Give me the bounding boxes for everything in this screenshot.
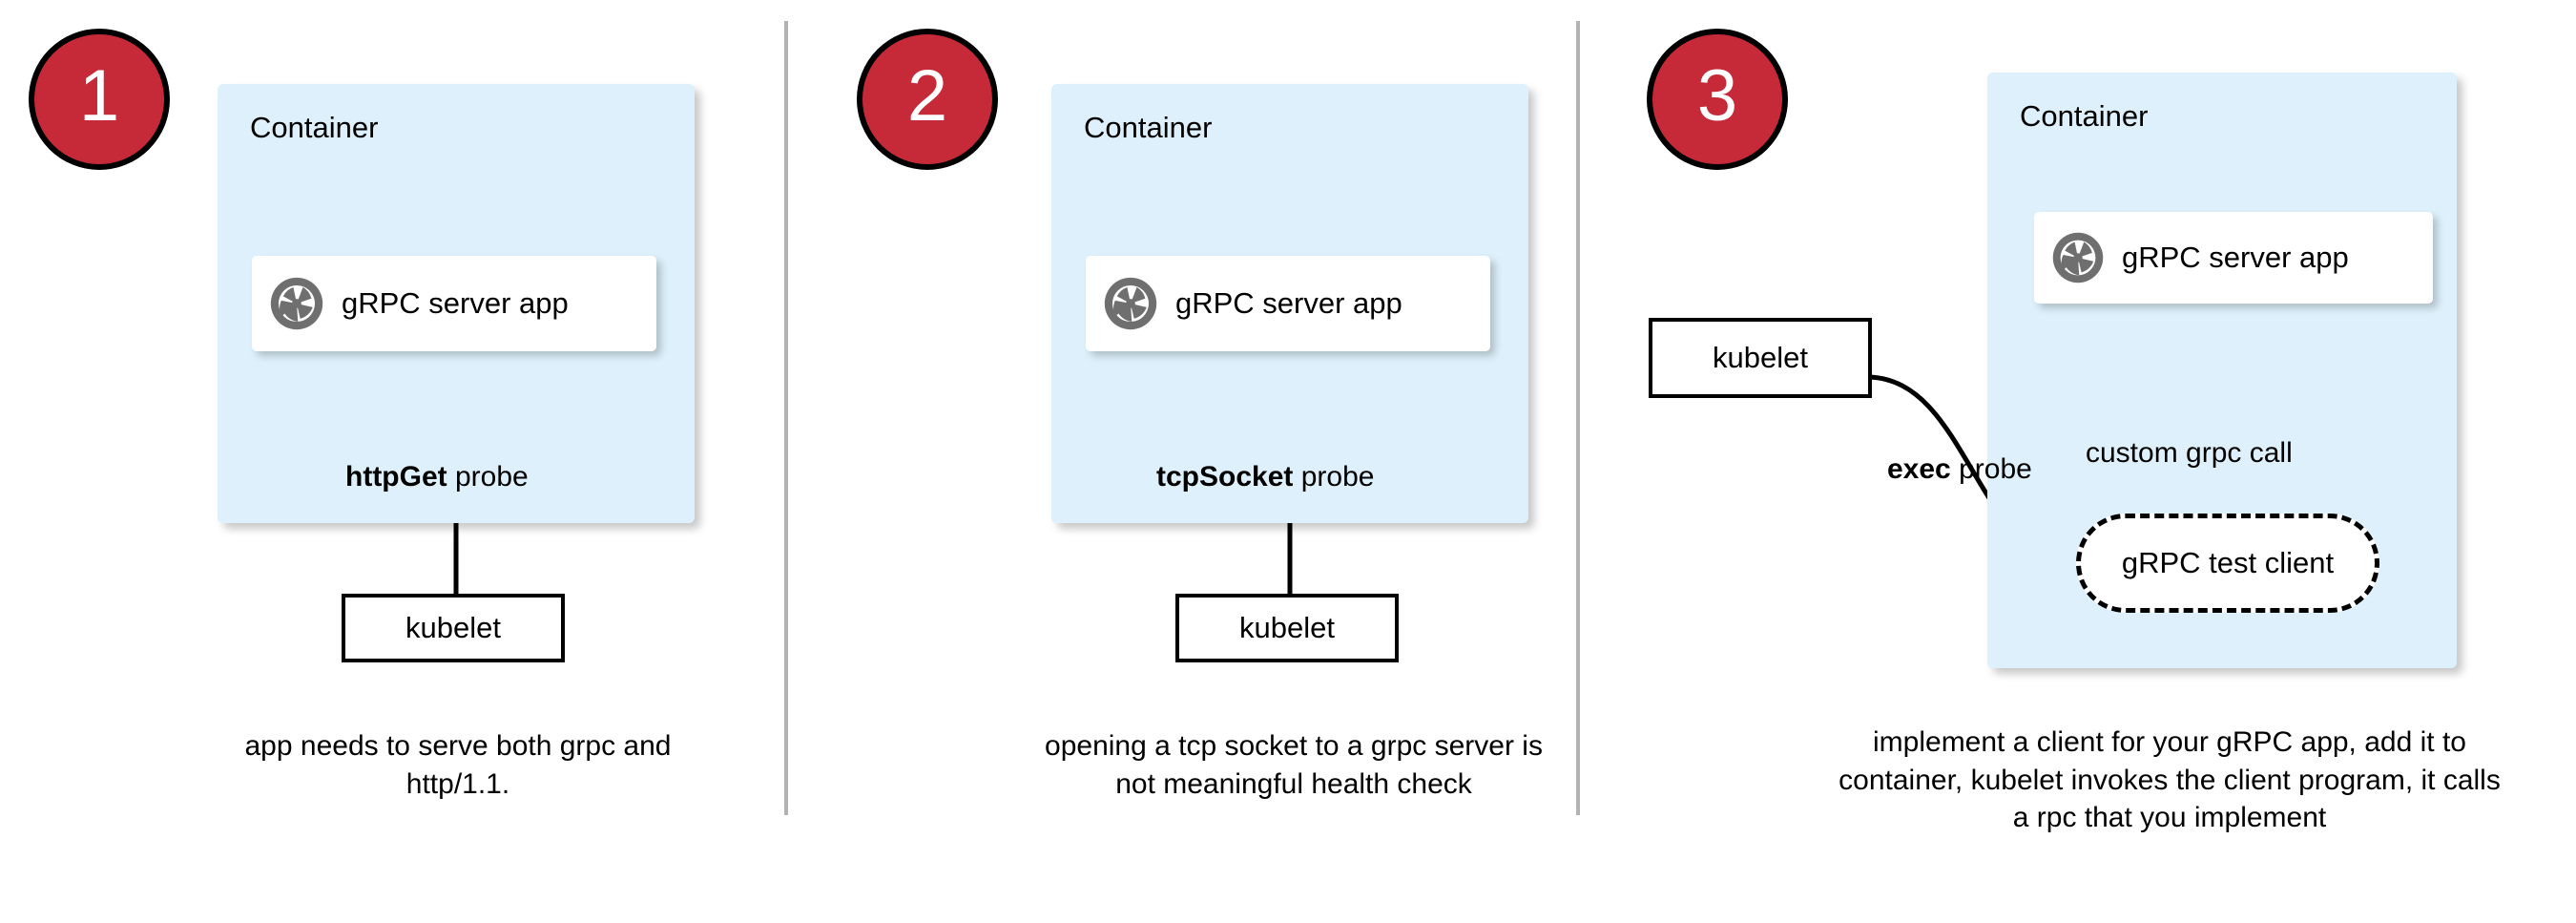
step-badge-1: 1 [29, 29, 170, 170]
container-label-3: Container [2020, 99, 2149, 133]
aperture-icon [270, 277, 323, 330]
probe-label-2-suffix: probe [1293, 461, 1375, 493]
kubelet-box-1[interactable]: kubelet [342, 594, 565, 662]
step-badge-2-number: 2 [906, 55, 948, 136]
step-badge-3-number: 3 [1696, 55, 1738, 136]
probe-label-3-name: exec [1887, 453, 1951, 485]
step-badge-2: 2 [857, 29, 998, 170]
custom-grpc-call-label: custom grpc call [2086, 437, 2293, 469]
probe-label-2: tcpSocket probe [1156, 463, 1374, 492]
panel-divider-2 [1576, 21, 1580, 815]
probe-label-1-name: httpGet [345, 461, 447, 493]
grpc-server-app-card-3[interactable]: gRPC server app [2034, 212, 2433, 304]
aperture-icon [1104, 277, 1157, 330]
probe-label-3: exec probe [1887, 455, 2032, 484]
caption-3: implement a client for your gRPC app, ad… [1839, 726, 2501, 834]
container-label-1: Container [250, 111, 379, 144]
probe-label-1-suffix: probe [447, 461, 529, 493]
grpc-server-app-card-1[interactable]: gRPC server app [252, 256, 656, 351]
caption-1: app needs to serve both grpc and http/1.… [244, 730, 672, 800]
grpc-server-app-label-2: gRPC server app [1175, 286, 1402, 320]
caption-2: opening a tcp socket to a grpc server is… [1045, 730, 1543, 800]
probe-label-1: httpGet probe [345, 463, 529, 492]
probe-label-2-name: tcpSocket [1156, 461, 1294, 493]
probe-label-3-suffix: probe [1950, 453, 2032, 485]
step-badge-1-number: 1 [78, 55, 120, 136]
grpc-test-client-label: gRPC test client [2121, 546, 2335, 579]
kubelet-label-1: kubelet [405, 611, 501, 644]
aperture-icon [2052, 232, 2104, 283]
grpc-server-app-label-1: gRPC server app [342, 286, 569, 320]
grpc-server-app-card-2[interactable]: gRPC server app [1086, 256, 1490, 351]
kubelet-box-2[interactable]: kubelet [1175, 594, 1399, 662]
panel-divider-1 [784, 21, 788, 815]
kubelet-box-3[interactable]: kubelet [1649, 318, 1872, 398]
grpc-test-client-box[interactable]: gRPC test client [2076, 514, 2379, 613]
kubelet-label-3: kubelet [1713, 341, 1808, 374]
kubelet-label-2: kubelet [1239, 611, 1335, 644]
grpc-server-app-label-3: gRPC server app [2122, 241, 2349, 274]
step-badge-3: 3 [1647, 29, 1788, 170]
container-label-2: Container [1084, 111, 1213, 144]
